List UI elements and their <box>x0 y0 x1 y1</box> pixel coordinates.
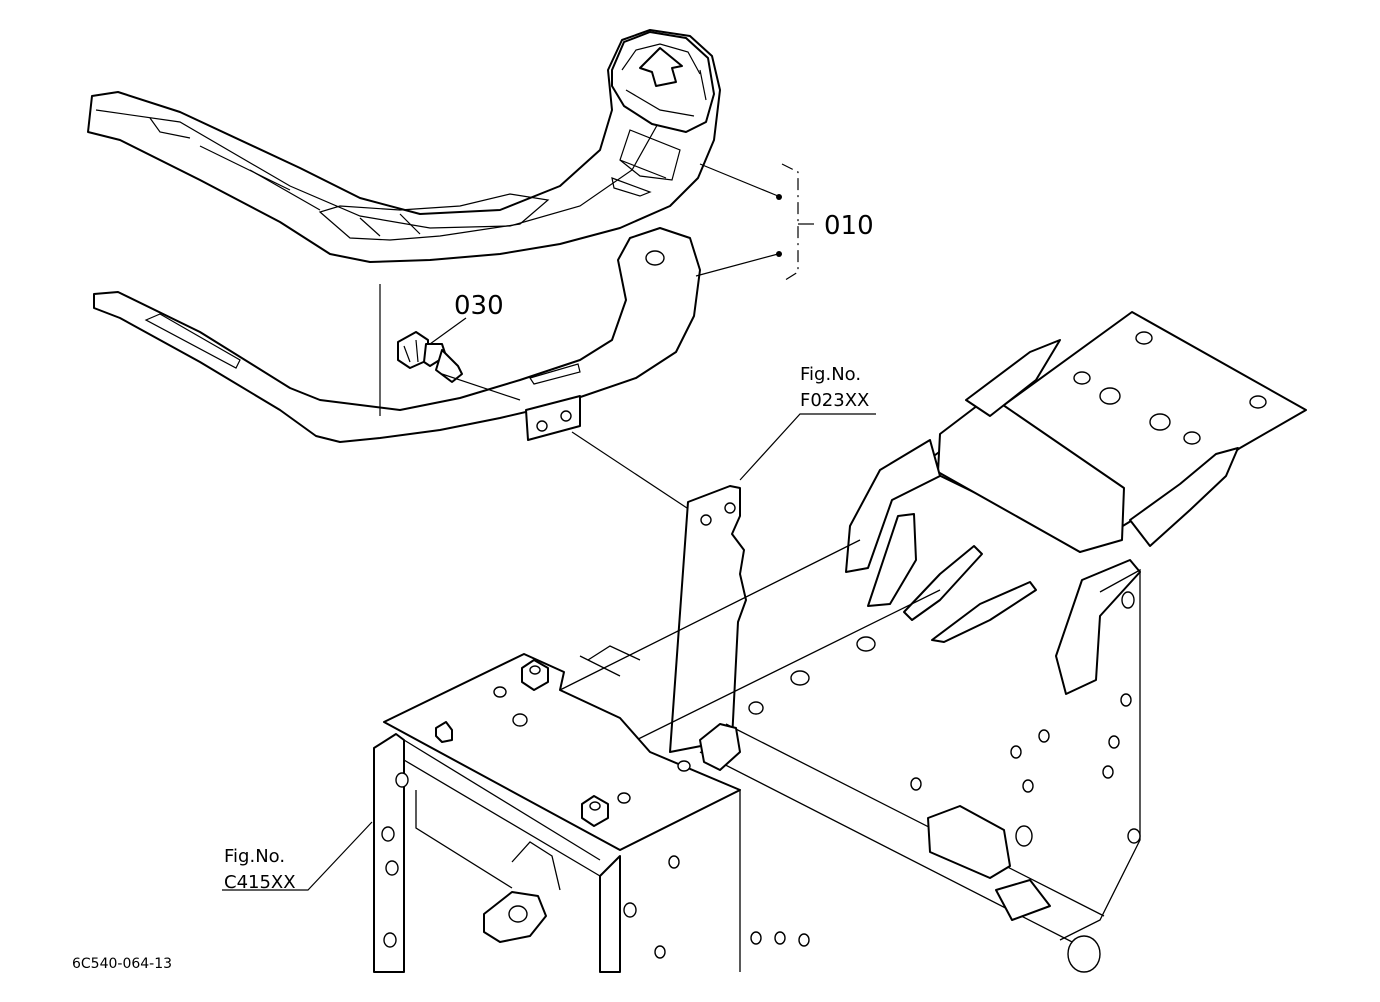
drawing-id: 6C540-064-13 <box>72 956 172 972</box>
fig-ref-code-top[interactable]: F023XX <box>800 390 869 411</box>
vertical-plate-f023xx <box>669 485 747 753</box>
step-cover-upper[interactable] <box>87 29 721 263</box>
callout-030: 030 <box>454 291 504 321</box>
fig-ref-label-top[interactable]: Fig.No. <box>800 364 861 385</box>
side-plate-right <box>910 568 1141 941</box>
callout-010: 010 <box>824 211 874 241</box>
bolt-030[interactable] <box>397 331 463 383</box>
longitudinal-beam <box>559 539 941 749</box>
frame-right-assembly <box>845 311 1307 695</box>
pedal-pad <box>611 31 715 197</box>
cross-shaft <box>699 723 1105 973</box>
frame-left-c415xx <box>373 653 810 973</box>
callout-leaders <box>222 163 876 891</box>
step-bracket-lower[interactable] <box>93 227 701 443</box>
fig-ref-code-left[interactable]: C415XX <box>224 872 296 893</box>
fig-ref-label-left[interactable]: Fig.No. <box>224 846 285 867</box>
